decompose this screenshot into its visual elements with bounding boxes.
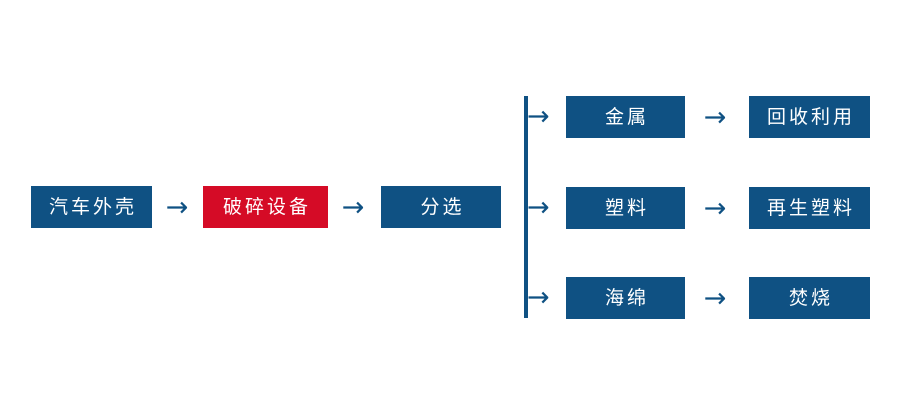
node-material-plastic[interactable]: 塑料: [566, 187, 685, 229]
arrow-right-icon-shell-to-shredder: →: [165, 191, 189, 223]
arrow-right-icon-sponge-to-incineration: →: [703, 282, 727, 314]
node-shredder-equipment[interactable]: 破碎设备: [203, 186, 328, 228]
node-car-shell[interactable]: 汽车外壳: [31, 186, 152, 228]
arrow-right-icon-shredder-to-sorting: →: [341, 191, 365, 223]
arrow-right-icon-branch-metal: →: [527, 100, 550, 132]
arrow-right-icon-branch-sponge: →: [527, 281, 550, 313]
arrow-right-icon-metal-to-recycle: →: [703, 101, 727, 133]
node-material-sponge[interactable]: 海绵: [566, 277, 685, 319]
node-destination-recycle[interactable]: 回收利用: [749, 96, 870, 138]
arrow-right-icon-plastic-to-regenerated: →: [703, 192, 727, 224]
node-material-metal[interactable]: 金属: [566, 96, 685, 138]
node-destination-regenerated-plastic[interactable]: 再生塑料: [749, 187, 870, 229]
arrow-right-icon-branch-plastic: →: [527, 191, 550, 223]
branch-bus-line: [524, 96, 528, 318]
node-sorting[interactable]: 分选: [381, 186, 501, 228]
node-destination-incineration[interactable]: 焚烧: [749, 277, 870, 319]
